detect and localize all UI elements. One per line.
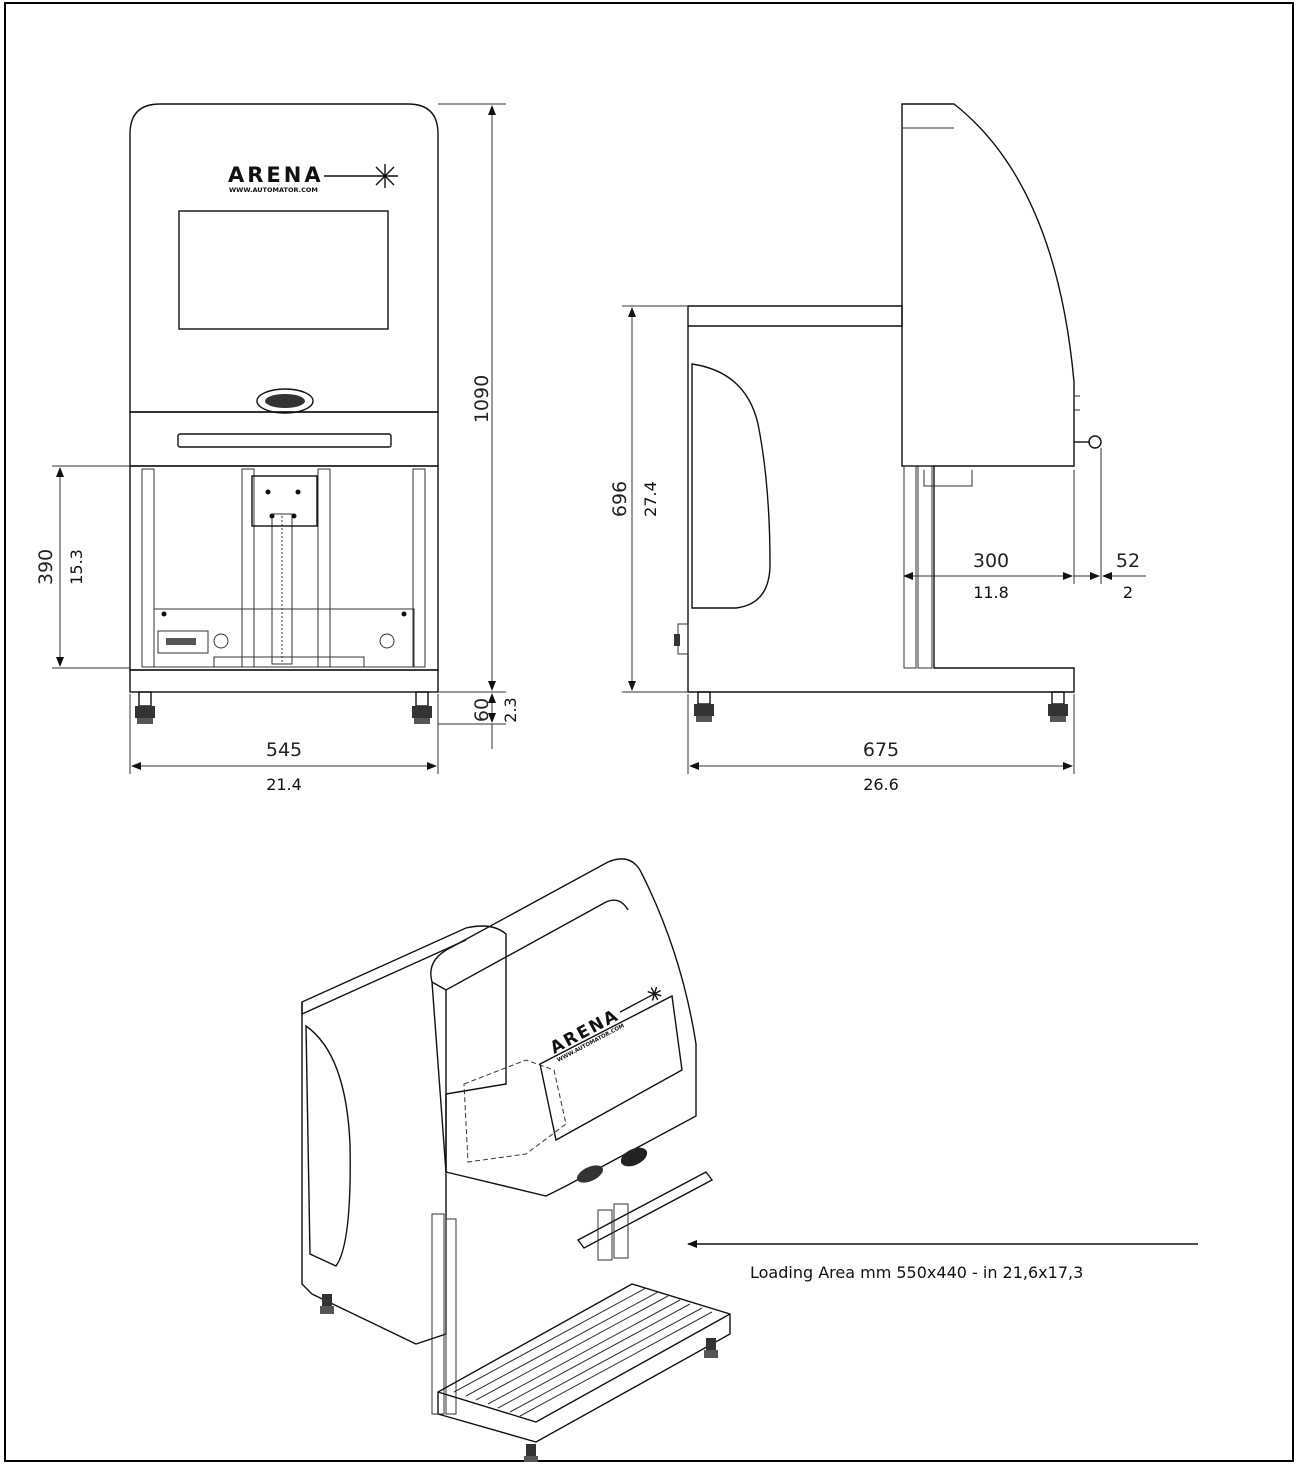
isometric-view: ARENA WWW.AUTOMATOR.COM [301, 858, 1198, 1462]
front-logo-website: WWW.AUTOMATOR.COM [229, 186, 318, 194]
dim-side-offset-mm: 300 [973, 550, 1009, 572]
dim-front-width-mm: 545 [266, 739, 302, 761]
dim-front-foot-mm: 60 [471, 698, 493, 722]
dim-side-handle-mm: 52 [1116, 550, 1140, 572]
technical-drawing: ARENA WWW.AUTOMATOR.COM [35, 103, 1198, 1462]
dim-side-height-in: 27.4 [641, 481, 660, 517]
dim-side-offset-in: 11.8 [973, 583, 1009, 602]
front-badge [256, 388, 314, 414]
dim-side-height-mm: 696 [609, 481, 631, 517]
drawing-sheet: ARENA WWW.AUTOMATOR.COM [4, 2, 1294, 1462]
dim-front-opening-in: 15.3 [67, 549, 86, 585]
side-view: 696 27.4 300 11.8 52 2 675 26.6 [609, 103, 1146, 794]
loading-area-note: Loading Area mm 550x440 - in 21,6x17,3 [750, 1263, 1083, 1282]
dim-side-handle-in: 2 [1123, 583, 1133, 602]
dim-side-depth-in: 26.6 [863, 775, 899, 794]
dim-front-width-in: 21.4 [266, 775, 302, 794]
dim-front-opening-mm: 390 [35, 549, 57, 585]
dim-side-depth-mm: 675 [863, 739, 899, 761]
laser-star-icon [372, 164, 398, 188]
dim-front-height-total: 1090 [471, 375, 493, 423]
front-logo-name: ARENA [228, 163, 324, 187]
front-view: ARENA WWW.AUTOMATOR.COM [35, 103, 520, 794]
iso-logo: ARENA WWW.AUTOMATOR.COM [547, 986, 662, 1064]
dim-front-foot-in: 2.3 [501, 697, 520, 722]
front-logo: ARENA WWW.AUTOMATOR.COM [228, 163, 398, 194]
